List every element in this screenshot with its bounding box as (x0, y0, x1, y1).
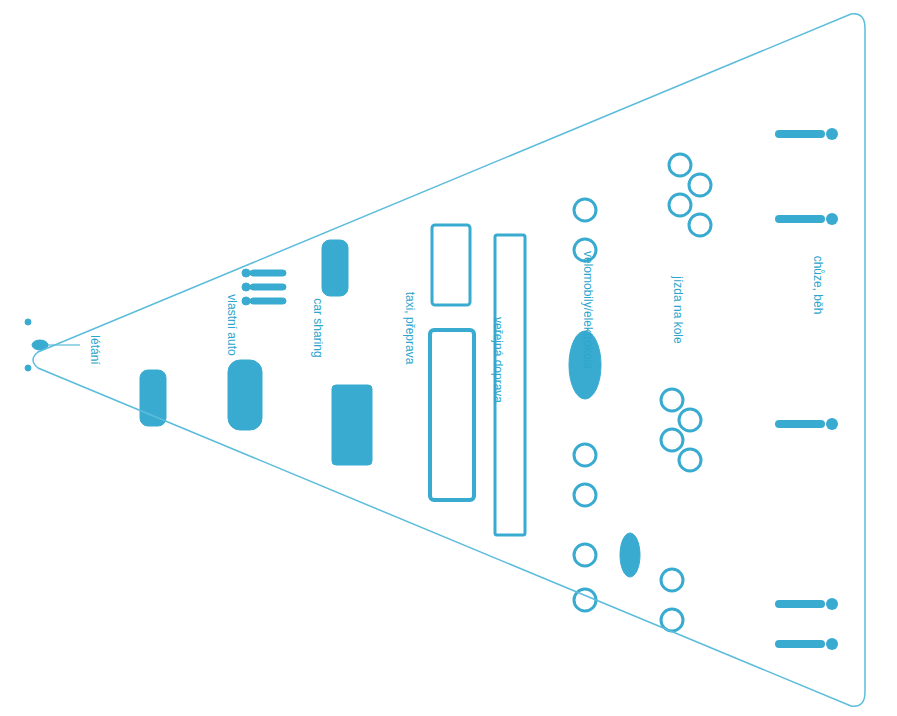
mode-label: taxi, přeprava (403, 292, 417, 365)
bus-icon (430, 330, 474, 500)
mode-label: létání (88, 335, 102, 364)
mode-label: jízda na kole (671, 276, 685, 343)
mobility-pyramid: létání vlastní auto car sharing taxi, přepr… (20, 10, 880, 710)
van-icon (332, 385, 372, 465)
walker-icons (775, 128, 838, 650)
velomobile-icon (620, 533, 640, 577)
bus-icon (432, 225, 470, 305)
triangle-outline (20, 10, 880, 710)
mode-label: car sharing (311, 298, 325, 357)
mode-label: vlastní auto (225, 294, 239, 355)
car-icon (322, 240, 348, 296)
mode-label: chůze, běh (811, 256, 825, 315)
people-icon (242, 269, 286, 305)
mode-label: veřejná doprava (491, 317, 505, 403)
car-icon (228, 360, 262, 430)
mode-label: velomobily/elektrokola (581, 251, 595, 369)
bike-icons (574, 154, 711, 631)
triangle-border (33, 14, 865, 706)
car-icon (140, 370, 166, 426)
